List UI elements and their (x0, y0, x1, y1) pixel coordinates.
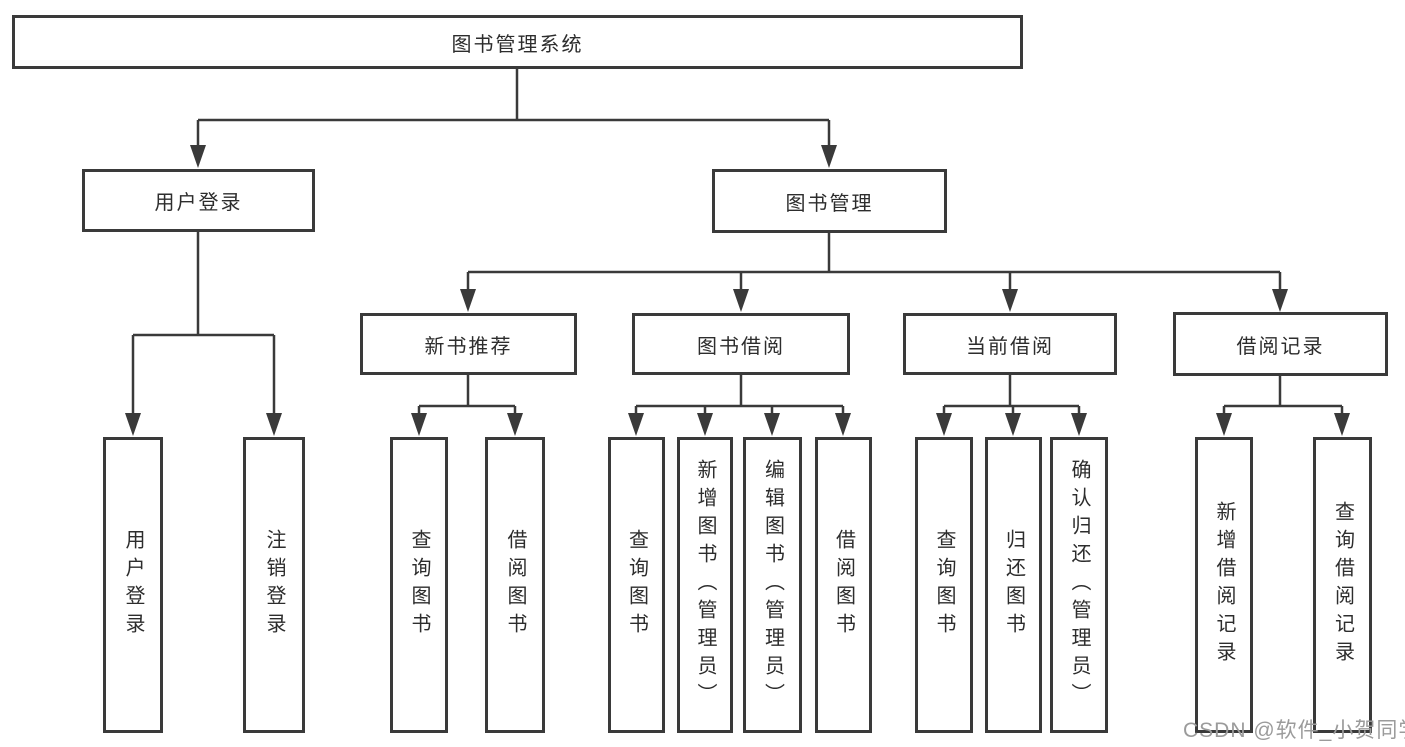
node-book-borrowing: 图书借阅 (632, 313, 850, 375)
node-label: 当前借阅 (966, 335, 1054, 358)
leaf-query-borrow-record: 查询借阅记录 (1313, 437, 1372, 733)
node-label: 图书管理 (785, 192, 874, 215)
node-current-borrowing: 当前借阅 (903, 313, 1117, 375)
node-label: 查询图书 (933, 529, 955, 641)
node-label: 查询图书 (625, 529, 648, 641)
leaf-add-book-admin: 新增图书（管理员） (677, 437, 733, 733)
leaf-confirm-return-admin: 确认归还（管理员） (1050, 437, 1108, 733)
leaf-user-login: 用户登录 (103, 437, 163, 733)
csdn-watermark: CSDN @软件_小贺同学 (1183, 719, 1405, 742)
node-label: 图书管理系统 (451, 33, 584, 56)
node-user-login: 用户登录 (82, 169, 315, 232)
leaf-add-borrow-record: 新增借阅记录 (1195, 437, 1253, 733)
node-book-management-system: 图书管理系统 (12, 15, 1023, 69)
leaf-borrow-books-borrowing: 借阅图书 (815, 437, 872, 733)
node-book-management: 图书管理 (712, 169, 947, 233)
node-label: 借阅记录 (1236, 335, 1325, 358)
node-label: 用户登录 (154, 192, 243, 214)
node-label: 确认归还（管理员） (1068, 459, 1090, 711)
leaf-query-books-borrowing: 查询图书 (608, 437, 665, 733)
node-label: 编辑图书（管理员） (761, 459, 784, 711)
node-label: 新书推荐 (424, 335, 513, 358)
node-label: 图书借阅 (697, 335, 785, 358)
leaf-query-books-recommend: 查询图书 (390, 437, 448, 733)
node-label: 新增图书（管理员） (694, 459, 716, 711)
leaf-edit-book-admin: 编辑图书（管理员） (743, 437, 802, 733)
node-new-book-recommendation: 新书推荐 (360, 313, 577, 375)
leaf-borrow-books-recommend: 借阅图书 (485, 437, 545, 733)
node-label: 查询借阅记录 (1331, 501, 1354, 669)
node-label: 借阅图书 (832, 529, 855, 641)
leaf-return-book: 归还图书 (985, 437, 1042, 733)
leaf-logout: 注销登录 (243, 437, 305, 733)
node-borrowing-records: 借阅记录 (1173, 312, 1388, 376)
node-label: 用户登录 (122, 529, 144, 641)
node-label: 查询图书 (408, 529, 430, 641)
node-label: 注销登录 (263, 529, 285, 641)
node-label: 新增借阅记录 (1213, 501, 1235, 669)
node-label: 借阅图书 (504, 529, 526, 641)
node-label: 归还图书 (1002, 529, 1025, 641)
leaf-query-books-current: 查询图书 (915, 437, 973, 733)
